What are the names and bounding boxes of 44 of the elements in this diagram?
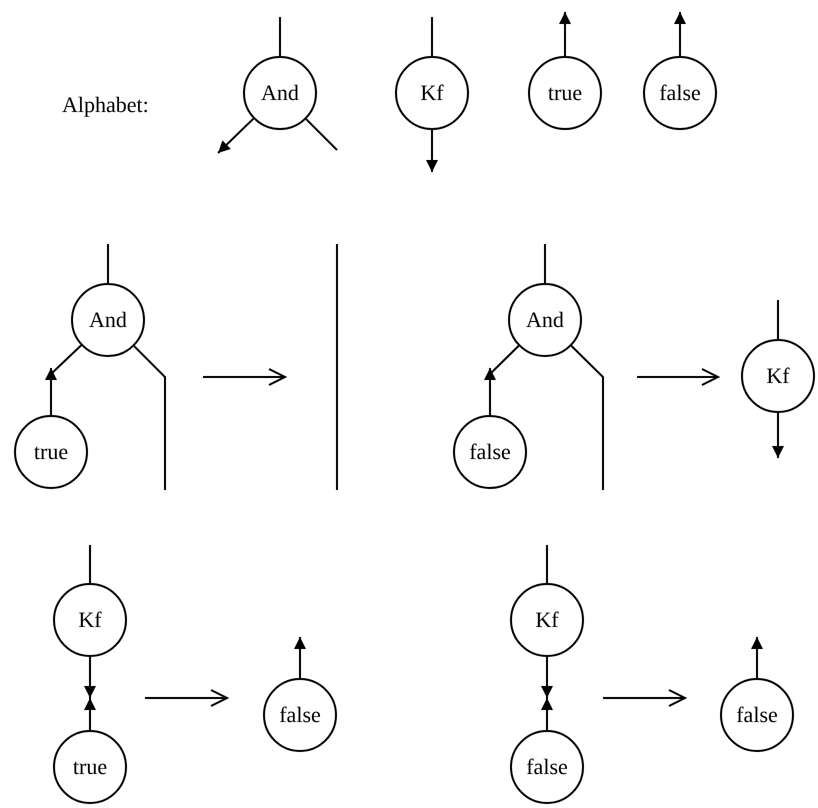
arrow [541, 698, 553, 730]
node-label: true [72, 756, 108, 778]
wire-line [544, 244, 546, 283]
wire-line [489, 345, 520, 375]
wire-line [570, 345, 604, 490]
node-label: false [659, 82, 701, 104]
node-label: And [526, 309, 564, 331]
arrow [294, 637, 306, 678]
node-label: false [736, 704, 778, 726]
node-label: Kf [420, 82, 444, 104]
wire-line [134, 346, 166, 490]
arrow [45, 368, 57, 415]
label-text: Alphabet: [62, 92, 149, 118]
wire-line [50, 344, 82, 375]
node-circle [243, 56, 317, 130]
node-label: false [469, 441, 511, 463]
arrow [426, 130, 438, 172]
node-label: And [89, 309, 127, 331]
wire-line [306, 118, 338, 151]
arrow [84, 698, 96, 730]
arrow [84, 657, 96, 698]
arrow [751, 637, 763, 678]
arrow [772, 413, 784, 458]
node-label: Kf [535, 609, 559, 631]
node-circle [71, 283, 145, 357]
arrow [674, 12, 686, 56]
wire-line [107, 244, 109, 283]
wire-line [546, 545, 548, 583]
arrow [484, 368, 496, 415]
wire-line [431, 17, 433, 56]
node-label: true [34, 441, 68, 463]
arrow [541, 657, 553, 698]
node-label: Kf [766, 365, 790, 387]
node-label: false [279, 704, 321, 726]
node-label: And [261, 82, 299, 104]
node-label: false [526, 756, 568, 778]
wire-line [777, 300, 779, 339]
wire-line [279, 17, 281, 56]
node-circle [508, 283, 582, 357]
wire-line [89, 545, 91, 583]
arrow [217, 118, 254, 154]
node-label: Kf [78, 609, 102, 631]
arrow [559, 12, 571, 56]
node-label: true [548, 82, 582, 104]
